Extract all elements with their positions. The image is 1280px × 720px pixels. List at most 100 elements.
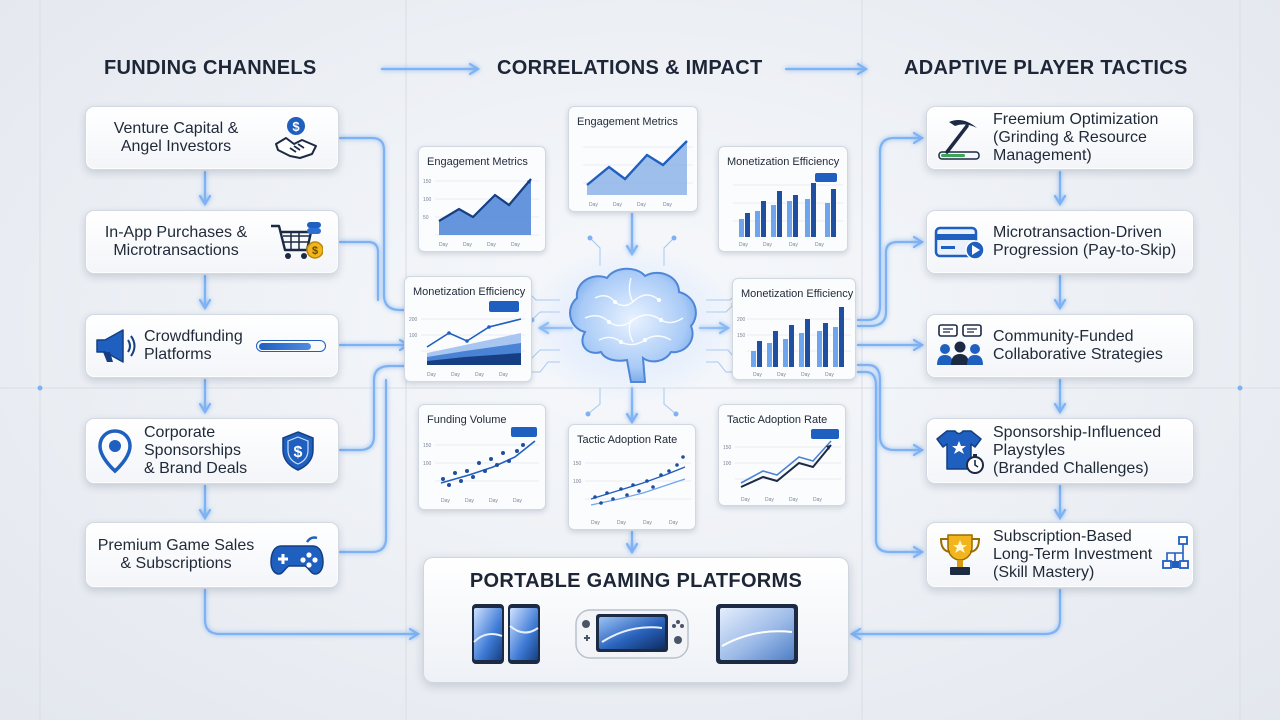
svg-text:Day: Day <box>439 242 448 248</box>
svg-text:Day: Day <box>663 202 672 208</box>
tactic-label: Freemium Optimization (Grinding & Resour… <box>993 111 1159 164</box>
svg-text:Day: Day <box>643 520 652 526</box>
chart-title: Monetization Efficiency <box>741 288 854 300</box>
chart-title: Monetization Efficiency <box>727 156 840 168</box>
tactic-label: Community-Funded Collaborative Strategie… <box>993 328 1163 363</box>
jersey-stopwatch-icon <box>927 427 993 475</box>
tactic-label: Subscription-Based Long-Term Investment … <box>993 528 1153 581</box>
svg-text:Day: Day <box>789 242 798 248</box>
portable-gaming-platforms: PORTABLE GAMING PLATFORMS <box>423 557 849 683</box>
svg-text:$: $ <box>312 245 318 257</box>
tactic-freemium-optimization[interactable]: Freemium Optimization (Grinding & Resour… <box>926 106 1194 170</box>
header-correlations-impact: CORRELATIONS & IMPACT <box>497 57 763 79</box>
svg-text:Day: Day <box>789 497 798 503</box>
bar-chart: Day Day Day Day <box>733 173 843 248</box>
card-play-icon <box>927 222 993 262</box>
svg-text:Day: Day <box>427 372 436 378</box>
svg-text:Day: Day <box>511 242 520 248</box>
svg-text:Day: Day <box>637 202 646 208</box>
svg-text:Day: Day <box>617 520 626 526</box>
svg-text:150: 150 <box>423 443 432 449</box>
handshake-dollar-icon: $ <box>266 114 326 162</box>
svg-text:Day: Day <box>813 497 822 503</box>
svg-text:200: 200 <box>737 317 746 323</box>
svg-text:100: 100 <box>423 461 432 467</box>
area-line-chart: Day Day Day Day <box>583 140 693 208</box>
handheld-console-icon <box>574 606 690 667</box>
trophy-icon <box>927 531 993 579</box>
svg-text:Day: Day <box>777 372 786 378</box>
chart-title: Tactic Adoption Rate <box>727 414 828 426</box>
svg-text:Day: Day <box>763 242 772 248</box>
funding-label: Crowdfunding Platforms <box>144 328 243 363</box>
chart-title: Engagement Metrics <box>577 116 678 128</box>
tactic-subscription-based[interactable]: Subscription-Based Long-Term Investment … <box>926 522 1194 588</box>
svg-text:Day: Day <box>487 242 496 248</box>
gamepad-icon <box>266 532 328 578</box>
tactic-sponsorship-influenced[interactable]: Sponsorship-Influenced Playstyles (Brand… <box>926 418 1194 484</box>
svg-text:Day: Day <box>451 372 460 378</box>
chart-engagement-top: Engagement Metrics Day Day Day Day <box>568 106 698 212</box>
chart-monetization-top-right: Monetization Efficiency Day Day Day Day <box>718 146 848 252</box>
brain-icon <box>569 267 697 383</box>
funding-in-app-purchases[interactable]: In-App Purchases & Microtransactions $ <box>85 210 339 274</box>
funding-corporate-sponsorships[interactable]: Corporate Sponsorships & Brand Deals $ <box>85 418 339 484</box>
svg-text:Day: Day <box>441 498 450 504</box>
svg-text:Day: Day <box>513 498 522 504</box>
pickaxe-icon <box>927 114 993 162</box>
header-funding-channels: FUNDING CHANNELS <box>104 57 317 79</box>
funding-premium-game-sales[interactable]: Premium Game Sales & Subscriptions <box>85 522 339 588</box>
svg-text:Day: Day <box>825 372 834 378</box>
svg-text:Day: Day <box>499 372 508 378</box>
svg-text:Day: Day <box>739 242 748 248</box>
chart-title: Tactic Adoption Rate <box>577 434 678 446</box>
funding-venture-capital[interactable]: Venture Capital & Angel Investors $ <box>85 106 339 170</box>
svg-text:200: 200 <box>409 317 418 323</box>
location-pin-icon <box>86 428 144 474</box>
svg-text:100: 100 <box>723 461 732 467</box>
svg-text:50: 50 <box>423 215 429 221</box>
tactic-community-funded[interactable]: Community-Funded Collaborative Strategie… <box>926 314 1194 378</box>
svg-text:Day: Day <box>463 242 472 248</box>
megaphone-icon <box>86 326 144 366</box>
funding-label: Corporate Sponsorships & Brand Deals <box>144 424 248 477</box>
svg-text:Day: Day <box>489 498 498 504</box>
community-chat-icon <box>927 323 993 369</box>
chart-title: Engagement Metrics <box>427 156 528 168</box>
svg-text:150: 150 <box>423 179 432 185</box>
funding-crowdfunding[interactable]: Crowdfunding Platforms <box>85 314 339 378</box>
svg-text:Day: Day <box>741 497 750 503</box>
tactic-microtransaction-progression[interactable]: Microtransaction-Driven Progression (Pay… <box>926 210 1194 274</box>
svg-text:150: 150 <box>737 333 746 339</box>
svg-text:Day: Day <box>613 202 622 208</box>
svg-text:Day: Day <box>465 498 474 504</box>
svg-text:Day: Day <box>669 520 678 526</box>
phones-icon <box>470 602 544 671</box>
hierarchy-icon <box>1161 531 1191 579</box>
svg-text:100: 100 <box>573 479 582 485</box>
svg-text:$: $ <box>292 119 300 134</box>
platforms-title: PORTABLE GAMING PLATFORMS <box>469 570 803 592</box>
funding-label: Venture Capital & Angel Investors <box>113 120 239 155</box>
svg-text:Day: Day <box>815 242 824 248</box>
svg-text:100: 100 <box>409 333 418 339</box>
svg-text:Day: Day <box>475 372 484 378</box>
funding-label: Premium Game Sales & Subscriptions <box>97 537 255 572</box>
chart-title: Funding Volume <box>427 414 507 426</box>
svg-text:Day: Day <box>589 202 598 208</box>
header-adaptive-tactics: ADAPTIVE PLAYER TACTICS <box>904 57 1188 79</box>
svg-text:Day: Day <box>801 372 810 378</box>
svg-text:Day: Day <box>591 520 600 526</box>
funding-label: In-App Purchases & Microtransactions <box>104 224 248 259</box>
